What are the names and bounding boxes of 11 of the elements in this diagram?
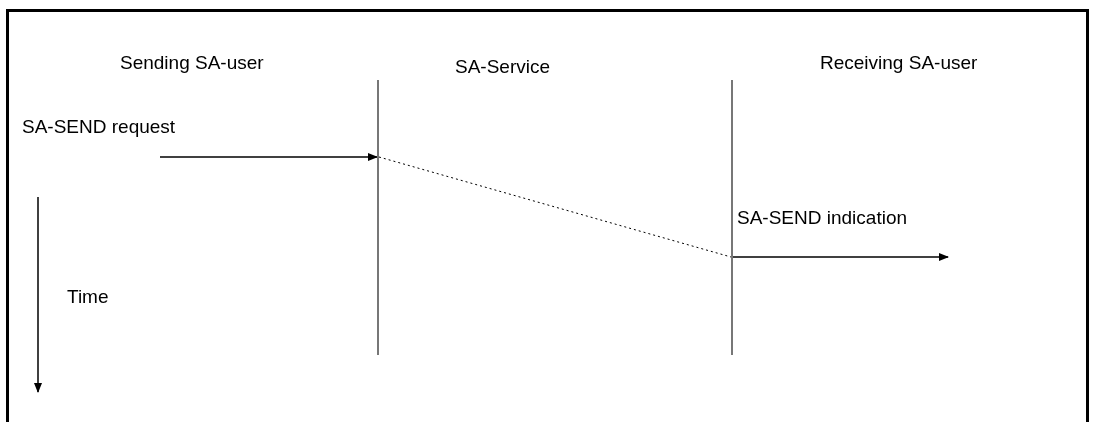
lifeline — [377, 80, 379, 355]
edge-label: SA-SEND indication — [737, 207, 908, 229]
column-heading: SA-Service — [455, 56, 551, 78]
dotted-line — [378, 156, 732, 258]
edge-label: SA-SEND request — [22, 116, 176, 138]
arrow — [732, 253, 949, 261]
column-heading: Receiving SA-user — [820, 52, 978, 74]
arrow — [159, 153, 378, 161]
column-heading: Sending SA-user — [120, 52, 264, 74]
axis-label: Time — [67, 286, 109, 308]
lifeline — [731, 80, 733, 355]
